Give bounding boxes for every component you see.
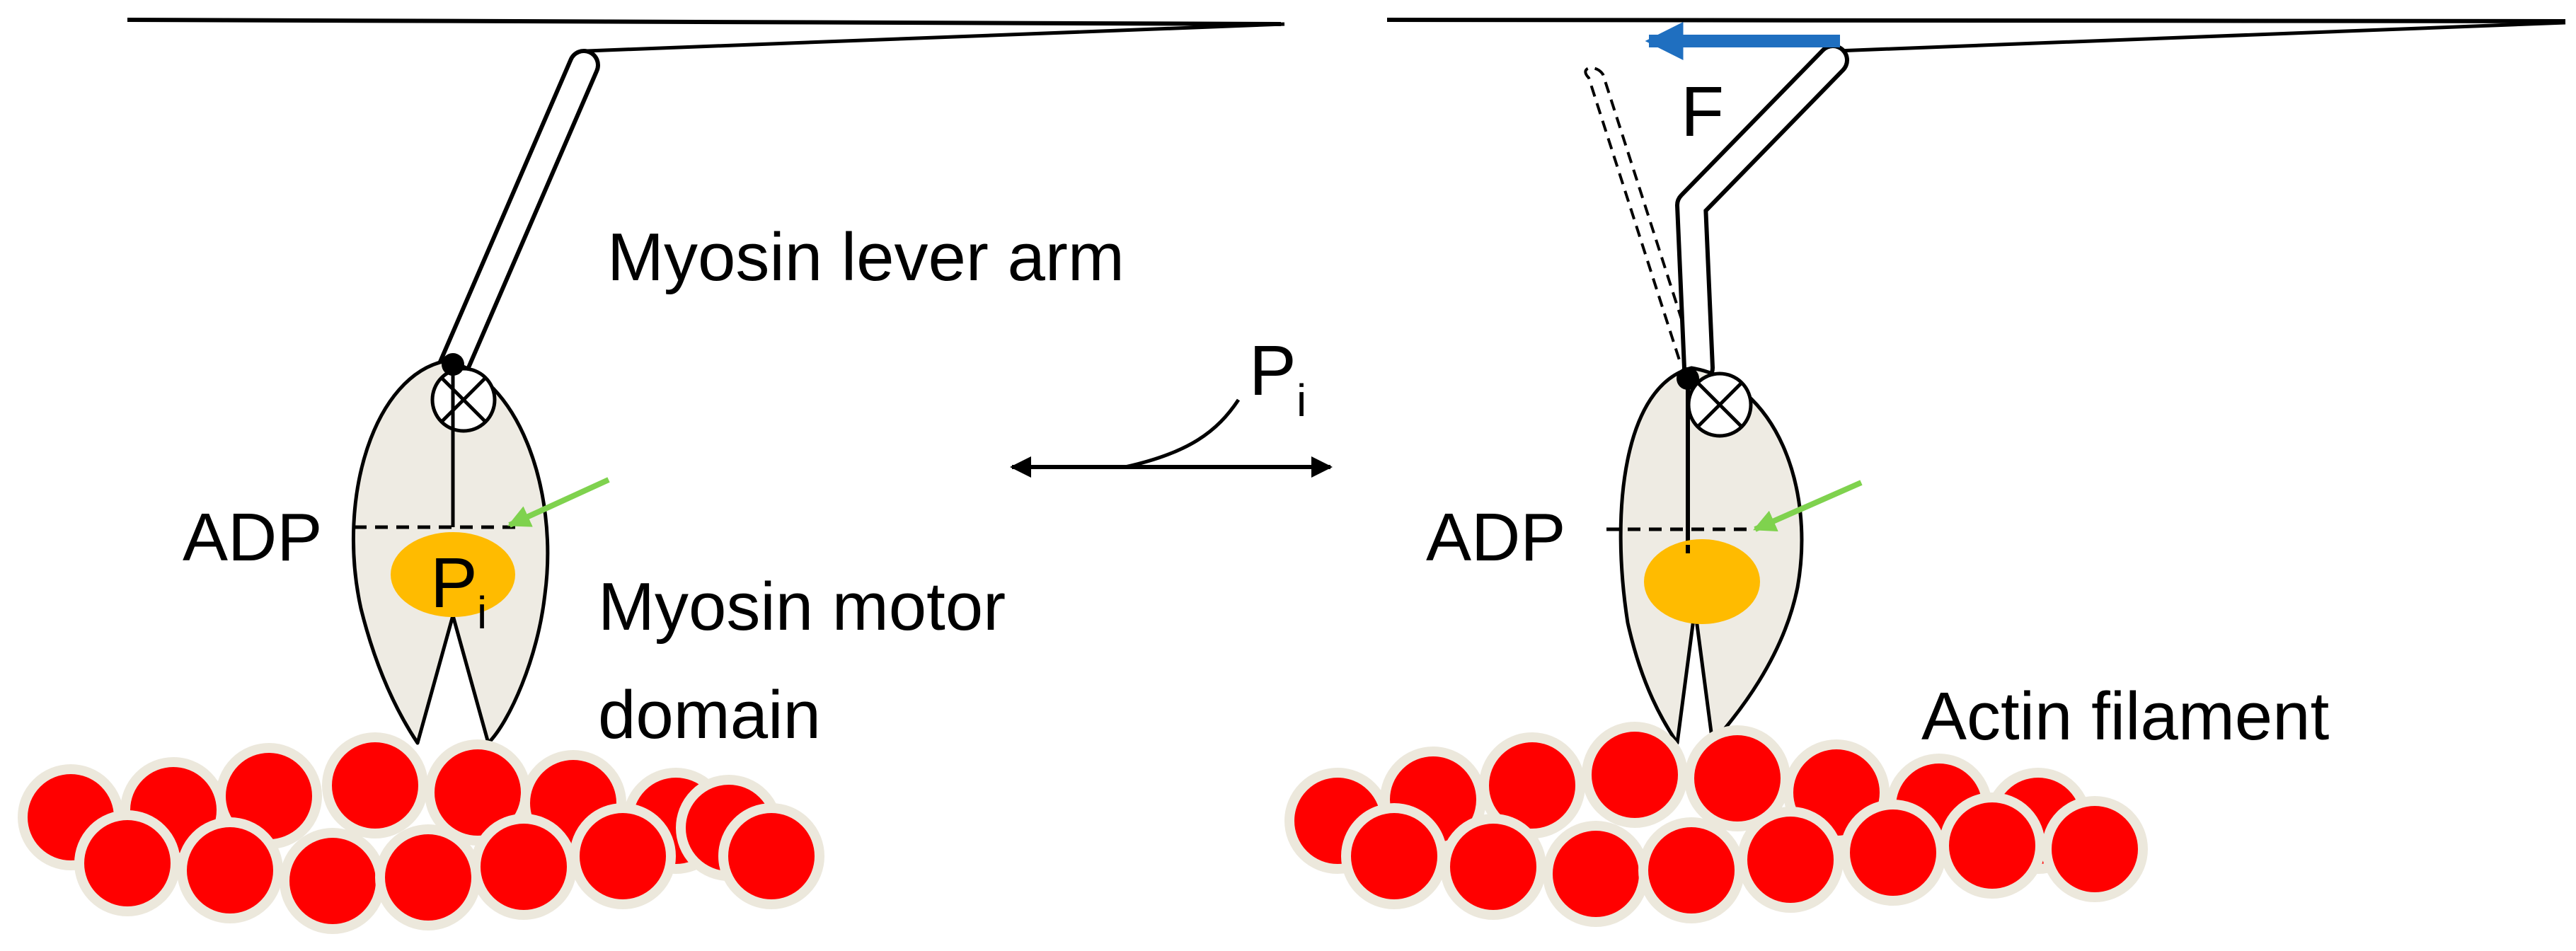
right-previous-lever-position [1584, 66, 1697, 367]
phosphate-release-subscript: i [1296, 375, 1306, 426]
right-actin-filament [1284, 722, 2148, 927]
right-panel: F ADP Actin filament [1284, 18, 2566, 927]
force-label: F [1681, 72, 1724, 151]
right-top-filament-line [1386, 18, 2566, 23]
actin-bead [177, 817, 283, 923]
left-phosphate-label: P [430, 543, 478, 623]
actin-filament-label: Actin filament [1921, 679, 2329, 754]
left-green-arrow [507, 477, 610, 528]
left-adp-label: ADP [183, 500, 322, 575]
left-top-filament-line [127, 18, 1282, 26]
equilibrium-arrow-group: P i [1010, 331, 1333, 478]
left-actin-filament [18, 732, 824, 934]
phosphate-release-label: P [1249, 331, 1296, 410]
actin-bead [1737, 807, 1844, 913]
motor-domain-label-line1: Myosin motor [598, 569, 1006, 645]
actin-bead [718, 803, 824, 909]
actin-bead [322, 732, 428, 838]
right-adp-label: ADP [1426, 500, 1565, 575]
left-phosphate-subscript: i [477, 587, 487, 638]
actin-bead [74, 810, 180, 916]
right-green-arrow [1753, 480, 1863, 532]
actin-bead [471, 814, 577, 920]
actin-bead [1543, 821, 1649, 927]
actin-bead [1341, 803, 1447, 909]
actin-bead [570, 803, 676, 909]
actin-bead [2042, 796, 2148, 902]
actin-bead [1440, 814, 1546, 920]
actin-bead [1840, 800, 1946, 906]
motor-domain-label-line2: domain [598, 677, 821, 753]
actin-bead [280, 828, 386, 934]
left-tether-line [587, 22, 1285, 53]
left-phosphate-ellipse [391, 532, 515, 617]
right-tether-line [1836, 21, 2566, 53]
actin-bead [1582, 722, 1688, 828]
actin-bead [1638, 817, 1744, 923]
lever-arm-label: Myosin lever arm [607, 219, 1125, 295]
phosphate-release-curve [1125, 398, 1241, 469]
actin-bead [1939, 792, 2045, 899]
actin-bead [375, 824, 481, 930]
left-panel: P i ADP Myosin lever arm Myosin motor do… [18, 18, 1285, 934]
right-phosphate-ellipse [1644, 539, 1760, 624]
